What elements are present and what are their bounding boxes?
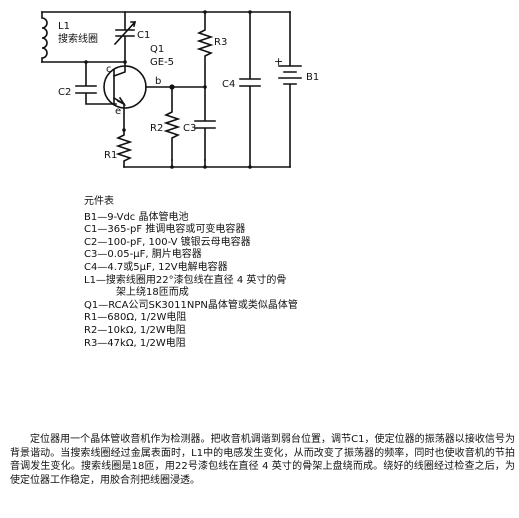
c2-wire: [75, 61, 117, 105]
part-c4: C4—4.7或5μF, 12V电解电容器: [84, 261, 228, 273]
part-r1: R1—680Ω, 1/2W电阻: [84, 312, 187, 324]
r3-resistor: [171, 11, 214, 88]
label-r3: R3: [214, 37, 227, 48]
label-r2: R2: [150, 123, 163, 134]
parts-list: 元件表 B1—9-Vdc 晶体管电池 C1—365-pF 推调电容或可变电容器 …: [84, 196, 384, 350]
label-l1-desc: 搜索线圈: [58, 32, 98, 45]
r1-resistor: [115, 129, 133, 168]
c4-capacitor: [239, 11, 261, 168]
label-c1: C1: [137, 30, 150, 41]
part-r2: R2—10kΩ, 1/2W电阻: [84, 324, 186, 336]
part-c2: C2—100-pF, 100-V 镀银云母电容器: [84, 236, 251, 248]
label-b1-plus: +: [274, 55, 283, 68]
b1-battery: [278, 11, 302, 168]
part-q1: Q1—RCA公司SK3011NPN晶体管或类似晶体管: [84, 299, 298, 311]
c1-capacitor: [113, 11, 137, 63]
label-q1: Q1: [150, 44, 164, 55]
description-paragraph: 定位器用一个晶体管收音机作为检测器。把收音机调谐到弱台位置，调节C1，使定位器的…: [10, 433, 515, 487]
part-l1-continued: 架上绕18匝而成: [116, 287, 189, 299]
parts-list-title: 元件表: [84, 196, 114, 207]
label-c4: C4: [222, 79, 235, 90]
label-emitter: e: [115, 106, 121, 117]
part-c3: C3—0.05-μF, 胴片电容器: [84, 249, 202, 261]
label-l1: L1: [58, 21, 70, 32]
part-l1: L1—搜索线圈用22°漆包线在直径 4 英寸的骨: [84, 274, 287, 286]
circuit-schematic: L1 搜索线圈 C1 Q1 GE-5 R3 C2 C4 B1 + c b e R…: [41, 10, 319, 169]
label-r1: R1: [104, 150, 117, 161]
part-r3: R3—47kΩ, 1/2W电阻: [84, 337, 186, 349]
description-text: 定位器用一个晶体管收音机作为检测器。把收音机调谐到弱台位置，调节C1，使定位器的…: [10, 434, 515, 486]
ground-bus: [123, 159, 291, 168]
label-b1: B1: [306, 72, 319, 83]
c3-capacitor: [194, 86, 216, 161]
l1-coil: [41, 11, 48, 63]
label-q1-type: GE-5: [150, 57, 174, 68]
label-collector: c: [106, 64, 112, 75]
label-c2: C2: [58, 87, 71, 98]
r2-resistor: [163, 86, 181, 161]
part-c1: C1—365-pF 推调电容或可变电容器: [84, 224, 246, 236]
label-c3: C3: [183, 123, 196, 134]
part-b1: B1—9-Vdc 晶体管电池: [84, 211, 189, 223]
label-base: b: [155, 76, 161, 87]
